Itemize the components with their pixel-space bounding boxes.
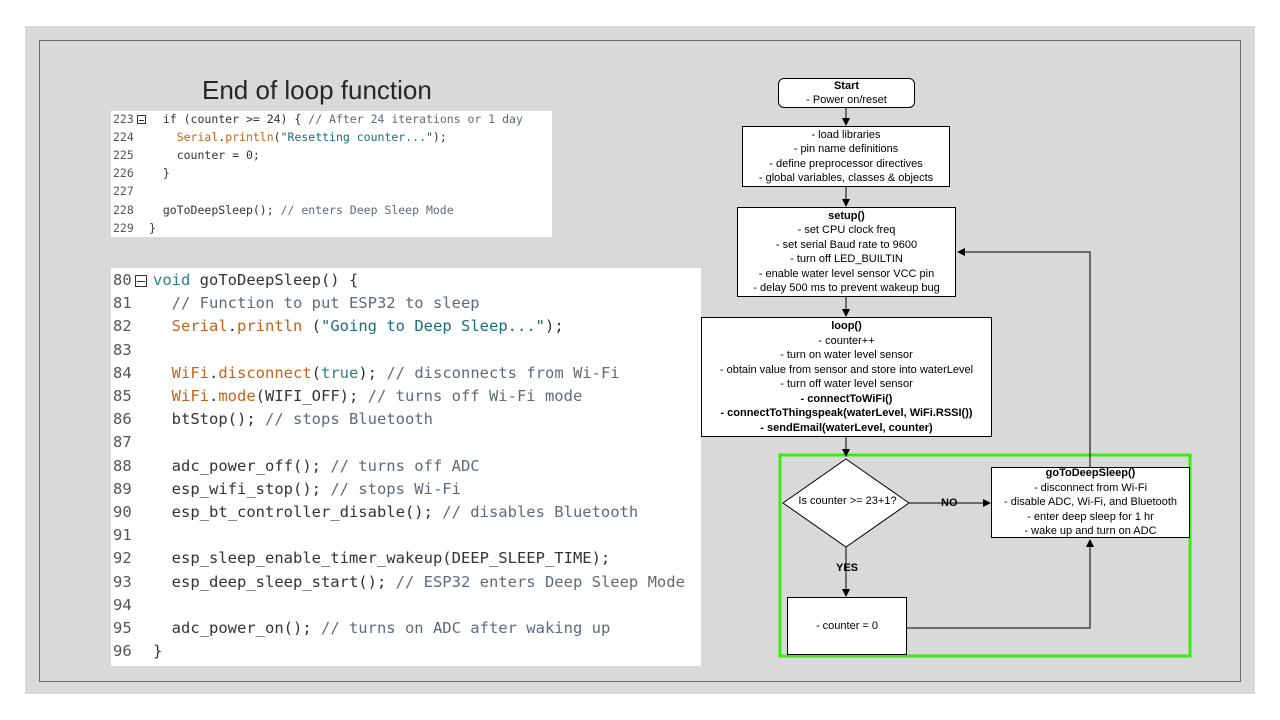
section-title: End of loop function — [202, 75, 432, 105]
code-line-number: 228 — [113, 202, 134, 217]
flow-setup-line: - set serial Baud rate to 9600 — [775, 238, 918, 251]
flow-init-line: - define preprocessor directives — [769, 157, 923, 170]
code-line-number: 95 — [113, 619, 132, 637]
code-line-number: 229 — [113, 220, 134, 235]
code-snippet-loop-end: 223 if (counter >= 24) { // After 24 ite… — [111, 111, 552, 237]
flow-init-line: - global variables, classes & objects — [758, 172, 934, 184]
code-line-number: 226 — [113, 166, 134, 181]
code-line-number: 96 — [113, 642, 132, 661]
flow-loop-line: - sendEmail(waterLevel, counter) — [760, 421, 933, 434]
flow-setup-line: - delay 500 ms to prevent wakeup bug — [753, 282, 940, 294]
flow-start-title: Start — [833, 79, 860, 92]
code-line-number: 87 — [113, 433, 132, 452]
flow-gosleep-line: - enter deep sleep for 1 hr — [1027, 510, 1154, 523]
code-line-text: adc_power_off(); // turns off ADC — [171, 456, 480, 475]
flow-setup-line: - set CPU clock freq — [797, 224, 896, 236]
code-snippet-go-to-deep-sleep: 80 void goToDeepSleep() { 81 // Function t… — [111, 268, 701, 666]
code-line-number: 92 — [113, 549, 132, 568]
flow-reset-text: - counter = 0 — [815, 619, 879, 632]
flow-gosleep-line: - disable ADC, Wi-Fi, and Bluetooth — [1003, 496, 1178, 509]
code-line-text: esp_deep_sleep_start(); // ESP32 enters … — [171, 572, 685, 591]
code-line-number: 93 — [113, 572, 132, 591]
flow-init-line: - load libraries — [811, 128, 881, 141]
code-line-text: void goToDeepSleep() { — [153, 271, 359, 289]
code-line-text: if (counter >= 24) { // After 24 iterati… — [162, 112, 523, 126]
code-line-text: WiFi.mode(WIFI_OFF); // turns off Wi-Fi … — [171, 387, 583, 405]
code-line-text: Serial.println ("Going to Deep Sleep..."… — [171, 317, 564, 336]
code-line-text: counter = 0; — [176, 148, 260, 163]
code-line-number: 90 — [113, 503, 132, 521]
flow-setup-title: setup() — [828, 209, 865, 222]
code-line-text: btStop(); // stops Bluetooth — [171, 410, 433, 429]
code-line-text: esp_sleep_enable_timer_wakeup(DEEP_SLEEP… — [171, 549, 611, 568]
code-line-number: 82 — [113, 317, 132, 336]
flow-loop-line: - connectToWiFi() — [800, 392, 893, 405]
code-line-number: 91 — [113, 526, 132, 545]
flow-start-node: Start - Power on/reset — [778, 78, 915, 108]
fold-toggle-icon[interactable] — [135, 275, 147, 287]
code-line-number: 86 — [113, 410, 132, 429]
code-line-text: adc_power_on(); // turns on ADC after wa… — [171, 619, 611, 637]
code-line-number: 227 — [113, 184, 134, 199]
flow-loop-title: loop() — [831, 320, 862, 332]
flow-gosleep-node: goToDeepSleep() - disconnect from Wi-Fi … — [991, 467, 1190, 538]
flow-setup-line: - turn off LED_BUILTIN — [790, 253, 903, 265]
code-line-number: 83 — [113, 340, 132, 359]
code-line-number: 89 — [113, 479, 132, 498]
flow-gosleep-title: goToDeepSleep() — [1045, 467, 1136, 480]
code-line-text: // Function to put ESP32 to sleep — [171, 294, 480, 313]
code-line-text: goToDeepSleep(); // enters Deep Sleep Mo… — [162, 202, 454, 217]
code-line-number: 81 — [113, 294, 132, 313]
code-line-text: } — [149, 220, 156, 235]
flow-reset-node: - counter = 0 — [787, 597, 907, 655]
flow-start-line: - Power on/reset — [806, 94, 887, 106]
code-line-number: 225 — [113, 148, 134, 163]
flow-decision-label: Is counter >= 23+1? — [798, 495, 897, 507]
code-line-text: } — [162, 166, 170, 181]
flow-init-line: - pin name definitions — [793, 143, 899, 155]
code-line-number: 88 — [113, 456, 132, 475]
flow-no-label: NO — [941, 497, 958, 509]
slide-frame — [39, 40, 1241, 682]
flow-gosleep-line: - wake up and turn on ADC — [1024, 525, 1157, 538]
flow-loop-line: - turn on water level sensor — [780, 349, 913, 361]
flow-loop-line: - obtain value from sensor and store int… — [719, 363, 974, 376]
code-line-number: 85 — [113, 387, 132, 405]
code-line-text: WiFi.disconnect(true); // disconnects fr… — [171, 363, 620, 382]
code-line-number: 80 — [113, 271, 132, 289]
flow-loop-line: - connectToThingspeak(waterLevel, WiFi.R… — [720, 407, 973, 419]
flow-loop-node: loop() - counter++ - turn on water level… — [701, 317, 992, 437]
code-line-text: } — [153, 642, 163, 661]
flow-yes-label: YES — [836, 562, 859, 574]
flow-loop-line: - turn off water level sensor — [780, 378, 913, 390]
code-line-number: 223 — [113, 112, 134, 126]
code-line-text: esp_wifi_stop(); // stops Wi-Fi — [171, 479, 461, 498]
code-line-text: Serial.println("Resetting counter..."); — [176, 130, 447, 145]
flow-setup-line: - enable water level sensor VCC pin — [758, 267, 935, 280]
code-line-number: 224 — [113, 130, 134, 145]
fold-toggle-icon[interactable] — [137, 115, 146, 124]
code-line-number: 84 — [113, 363, 132, 382]
code-line-text: esp_bt_controller_disable(); // disables… — [171, 503, 639, 521]
flow-init-node: - load libraries - pin name definitions … — [742, 126, 950, 187]
code-line-number: 94 — [113, 595, 132, 614]
flow-setup-node: setup() - set CPU clock freq - set seria… — [737, 207, 956, 297]
flow-loop-line: - counter++ — [818, 334, 875, 347]
flow-gosleep-line: - disconnect from Wi-Fi — [1033, 481, 1148, 494]
